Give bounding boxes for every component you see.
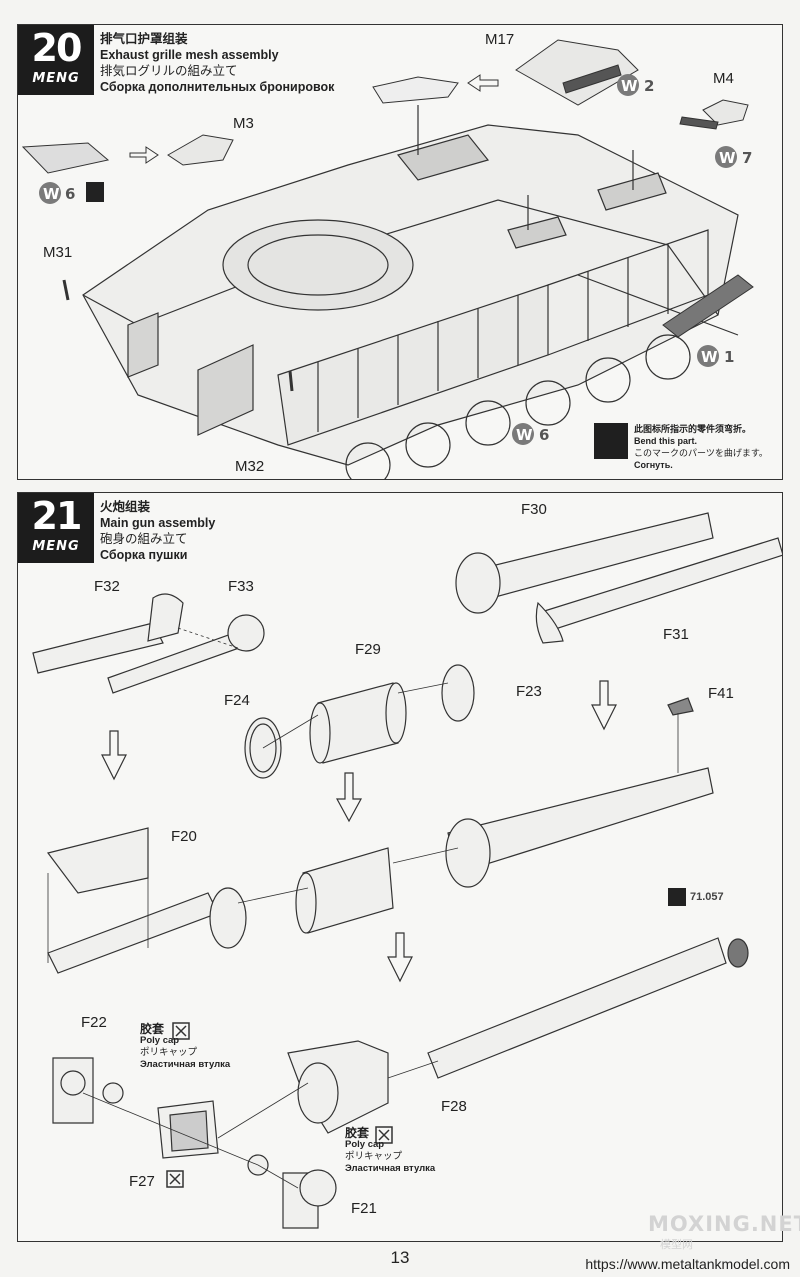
tank-hull-drawing: M17 M4 M3 M31 M32 W 2 W 7 W 6 W 1 W <box>21 31 754 479</box>
label-f33: F33 <box>228 578 254 595</box>
step-20-panel: 20 MENG 排气口护罩组装 Exhaust grille mesh asse… <box>17 24 783 480</box>
step-20-titles: 排气口护罩组装 Exhaust grille mesh assembly 排気ロ… <box>100 31 334 95</box>
w2-badge: W 2 <box>617 74 654 96</box>
svg-text:W: W <box>701 348 718 366</box>
title-en: Exhaust grille mesh assembly <box>100 48 279 62</box>
label-f22: F22 <box>81 1014 107 1031</box>
svg-text:W: W <box>516 426 533 444</box>
svg-text:7: 7 <box>742 149 752 167</box>
brand-logo: MENG <box>32 71 80 86</box>
label-m31: M31 <box>43 244 72 261</box>
title-ru: Сборка пушки <box>100 548 188 562</box>
label-m4: M4 <box>713 70 734 87</box>
paint-brush-icon <box>668 888 686 906</box>
main-gun-drawing: F30 F32 F33 F31 F29 F23 F24 F41 F20 F22 … <box>32 501 782 1229</box>
title-ru: Сборка дополнительных бронировок <box>100 80 335 94</box>
watermark-sub: 模型网 <box>660 1239 693 1251</box>
no-glue-icon <box>172 1022 190 1040</box>
title-cn: 排气口护罩组装 <box>100 32 188 46</box>
label-f32: F32 <box>94 578 120 595</box>
label-f41: F41 <box>708 685 734 702</box>
polycap-note-top: 胶套 Poly cap ポリキャップ Эластичная втулка <box>140 1022 231 1070</box>
step-number: 21 <box>31 494 83 538</box>
w6-badge-bottom: W 6 <box>512 423 549 445</box>
label-f29: F29 <box>355 641 381 658</box>
step-21-badge: 21 MENG <box>18 493 94 563</box>
label-f23: F23 <box>516 683 542 700</box>
svg-text:W: W <box>621 77 638 95</box>
paint-reference: 71.057 <box>690 891 724 903</box>
bend-note-ru: Согнуть. <box>634 460 673 470</box>
watermark: MOXING.NET <box>648 1212 800 1236</box>
bend-note: 此图标所指示的零件须弯折。 Bend this part. このマークのパーツを… <box>594 423 782 477</box>
polycap-note-bottom: 胶套 Poly cap ポリキャップ Эластичная втулка <box>345 1126 436 1174</box>
title-cn: 火炮组装 <box>100 500 151 514</box>
no-glue-icon <box>166 1170 184 1188</box>
title-en: Main gun assembly <box>100 516 216 530</box>
w7-badge: W 7 <box>715 146 752 168</box>
step-21-panel: 21 MENG 火炮组装 Main gun assembly 砲身の組み立て С… <box>17 492 783 1242</box>
label-f30: F30 <box>521 501 547 518</box>
label-m17: M17 <box>485 31 514 48</box>
bend-note-en: Bend this part. <box>634 436 698 446</box>
step-21-titles: 火炮组装 Main gun assembly 砲身の組み立て Сборка пу… <box>100 499 215 563</box>
label-m3: M3 <box>233 115 254 132</box>
label-f20: F20 <box>171 828 197 845</box>
svg-text:1: 1 <box>724 348 734 366</box>
title-ja: 排気ログリルの組み立て <box>100 64 238 78</box>
w1-badge: W 1 <box>697 345 734 367</box>
page-number: 13 <box>390 1248 410 1267</box>
step-20-badge: 20 MENG <box>18 25 94 95</box>
svg-text:6: 6 <box>539 426 549 444</box>
svg-text:W: W <box>43 185 60 203</box>
label-f21: F21 <box>351 1200 377 1217</box>
svg-text:2: 2 <box>644 77 654 95</box>
label-m32: M32 <box>235 458 264 475</box>
brand-logo: MENG <box>32 539 80 554</box>
label-f28: F28 <box>441 1098 467 1115</box>
site-url[interactable]: https://www.metaltankmodel.com <box>585 1256 790 1272</box>
title-ja: 砲身の組み立て <box>100 532 188 546</box>
bend-note-cn: 此图标所指示的零件须弯折。 <box>634 424 752 434</box>
bend-note-ja: このマークのパーツを曲げます。 <box>634 448 768 458</box>
label-f27: F27 <box>129 1173 155 1190</box>
label-f31: F31 <box>663 626 689 643</box>
label-f24: F24 <box>224 692 250 709</box>
svg-text:W: W <box>719 149 736 167</box>
w6-badge-left: W 6 <box>39 182 104 204</box>
bend-icon <box>594 423 628 459</box>
svg-text:6: 6 <box>65 185 75 203</box>
no-glue-icon <box>375 1126 393 1144</box>
step-number: 20 <box>31 26 83 70</box>
